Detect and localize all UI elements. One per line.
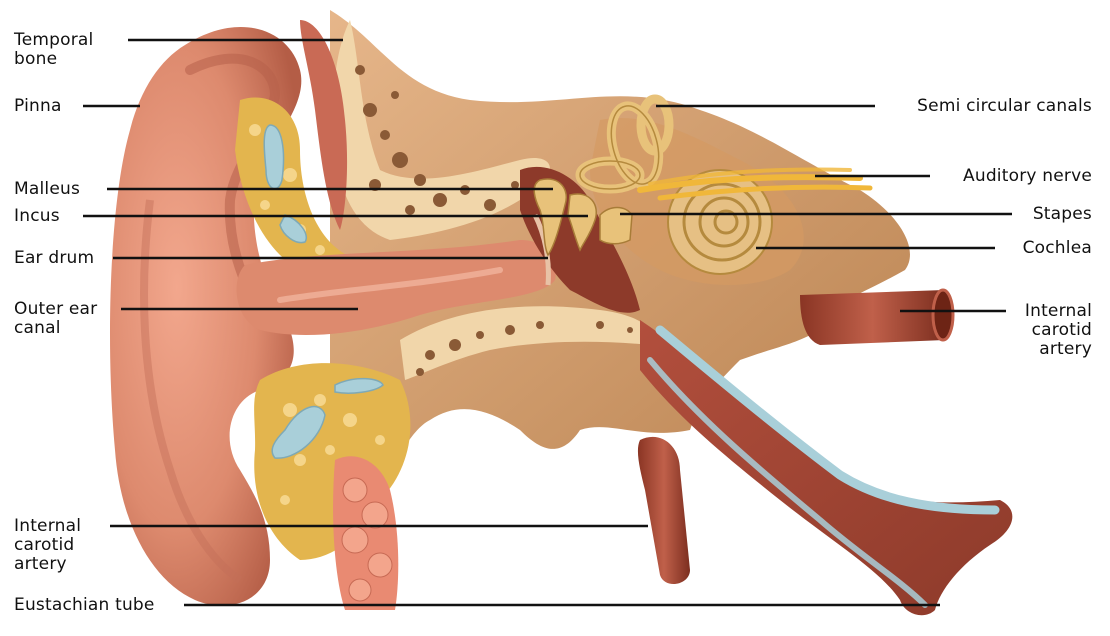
label-outer-ear-canal: Outer ear canal bbox=[14, 300, 97, 338]
label-ica-right-line3: artery bbox=[1025, 340, 1092, 359]
label-ica-left-line1: Internal bbox=[14, 517, 81, 536]
label-internal-carotid-artery-right: Internal carotid artery bbox=[1025, 302, 1092, 359]
label-semi-circular-canals: Semi circular canals bbox=[917, 97, 1092, 116]
label-ear-drum: Ear drum bbox=[14, 249, 94, 268]
label-ica-left-line3: artery bbox=[14, 555, 81, 574]
internal-carotid-artery-right bbox=[800, 290, 953, 345]
label-temporal-bone: Temporal bone bbox=[14, 31, 93, 69]
label-temporal-bone-line2: bone bbox=[14, 50, 93, 69]
label-ica-right-line2: carotid bbox=[1025, 321, 1092, 340]
label-stapes: Stapes bbox=[1033, 205, 1092, 224]
label-outer-ear-canal-line2: canal bbox=[14, 319, 97, 338]
label-temporal-bone-line1: Temporal bbox=[14, 31, 93, 50]
canal-fluid-upper bbox=[264, 125, 283, 189]
label-outer-ear-canal-line1: Outer ear bbox=[14, 300, 97, 319]
label-ica-right-line1: Internal bbox=[1025, 302, 1092, 321]
internal-carotid-artery-lower bbox=[638, 437, 690, 584]
label-ica-left-line2: carotid bbox=[14, 536, 81, 555]
label-pinna: Pinna bbox=[14, 97, 62, 116]
label-internal-carotid-artery-left: Internal carotid artery bbox=[14, 517, 81, 574]
label-eustachian-tube: Eustachian tube bbox=[14, 596, 155, 615]
label-incus: Incus bbox=[14, 207, 60, 226]
label-auditory-nerve: Auditory nerve bbox=[963, 167, 1092, 186]
label-cochlea: Cochlea bbox=[1023, 239, 1092, 258]
label-malleus: Malleus bbox=[14, 180, 80, 199]
